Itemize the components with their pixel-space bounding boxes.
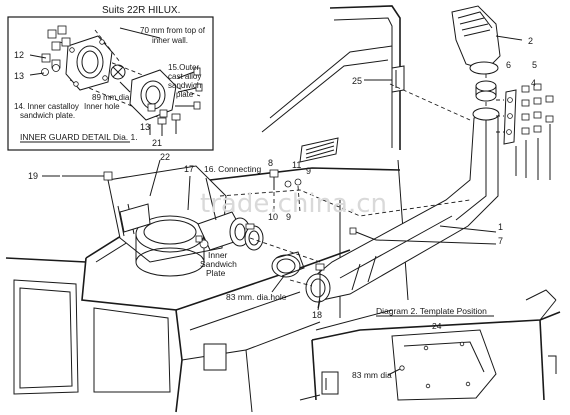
note-83mm-hole: 83 mm. dia.hole xyxy=(226,292,287,302)
hose-clamp xyxy=(244,223,264,251)
callout-1: 1 xyxy=(498,222,503,232)
body-fasteners xyxy=(269,169,302,213)
callout-16: 16. Connecting xyxy=(204,164,261,174)
inner-guard-detail-inset: 12 13 13 21 70 mm from top of inner wall… xyxy=(7,16,214,151)
diagram-2-template-position: Diagram 2. Template Position 24 83 mm di… xyxy=(311,289,561,401)
callout-10: 10 xyxy=(268,212,278,222)
callout-5: 5 xyxy=(532,60,537,70)
inner-sandwich-plate xyxy=(271,251,305,278)
inset-note-wall-2: inner wall. xyxy=(152,36,188,45)
callout-17: 17 xyxy=(184,164,194,174)
inset-label-21: 21 xyxy=(152,138,162,148)
callout-4: 4 xyxy=(531,78,536,88)
callout-22: 22 xyxy=(160,152,170,162)
inset-note-inner-3: sandwich plate. xyxy=(20,111,75,120)
inset-caption: INNER GUARD DETAIL Dia. 1. xyxy=(20,132,138,142)
bolt-7 xyxy=(349,227,377,241)
callout-8: 8 xyxy=(268,158,273,168)
mounting-bracket xyxy=(496,89,517,145)
note-inner-sandwich-2: Sandwich xyxy=(200,259,237,269)
inset-label-12: 12 xyxy=(14,50,24,60)
callout-7: 7 xyxy=(498,236,503,246)
air-ram-head xyxy=(451,5,501,75)
inner-castalloy-plate xyxy=(65,35,113,91)
callout-25: 25 xyxy=(352,76,362,86)
hole-cross-marker xyxy=(110,64,126,80)
vehicle-body xyxy=(5,5,409,413)
watermark: trade.china.cn xyxy=(200,189,387,219)
inset-note-wall-1: 70 mm from top of xyxy=(140,26,206,35)
inset-note-hole: 89 mm dia xyxy=(92,93,130,102)
inset-label-13a: 13 xyxy=(14,71,24,81)
inset-note-outer-1: 15.Outer xyxy=(168,63,199,72)
note-inner-sandwich-3: Plate xyxy=(206,268,226,278)
callout-9: 9 xyxy=(306,166,311,176)
head-coupling xyxy=(475,80,497,102)
snorkel-main-tube xyxy=(305,107,500,303)
callout-19: 19 xyxy=(28,171,38,181)
inset-note-inner-1: 14. Inner castalloy xyxy=(14,102,79,111)
outer-castalloy-plate xyxy=(129,69,177,121)
diagram2-hole-label: 83 mm dia xyxy=(352,370,392,380)
inset-label-13b: 13 xyxy=(140,122,150,132)
bolt-19 xyxy=(62,171,113,181)
inset-note-outer-4: plate xyxy=(176,90,194,99)
bracket-fasteners xyxy=(515,83,554,180)
inset-note-inner-2: Inner hole xyxy=(84,102,120,111)
inset-note-outer-2: cast alloy xyxy=(168,72,201,81)
callout-11: 11 xyxy=(292,160,301,170)
cowl-vent xyxy=(299,137,339,163)
note-inner-sandwich-1: Inner xyxy=(208,250,228,260)
inset-note-outer-3: sandwich xyxy=(168,81,201,90)
callout-2: 2 xyxy=(528,36,533,46)
callout-18: 18 xyxy=(312,310,322,320)
bracket-25 xyxy=(391,65,405,93)
header-title: Suits 22R HILUX. xyxy=(102,5,180,16)
callout-6: 6 xyxy=(506,60,511,70)
diagram2-title: Diagram 2. Template Position xyxy=(376,306,487,316)
callout-9b: 9 xyxy=(286,212,291,222)
callout-leaders xyxy=(42,35,523,311)
